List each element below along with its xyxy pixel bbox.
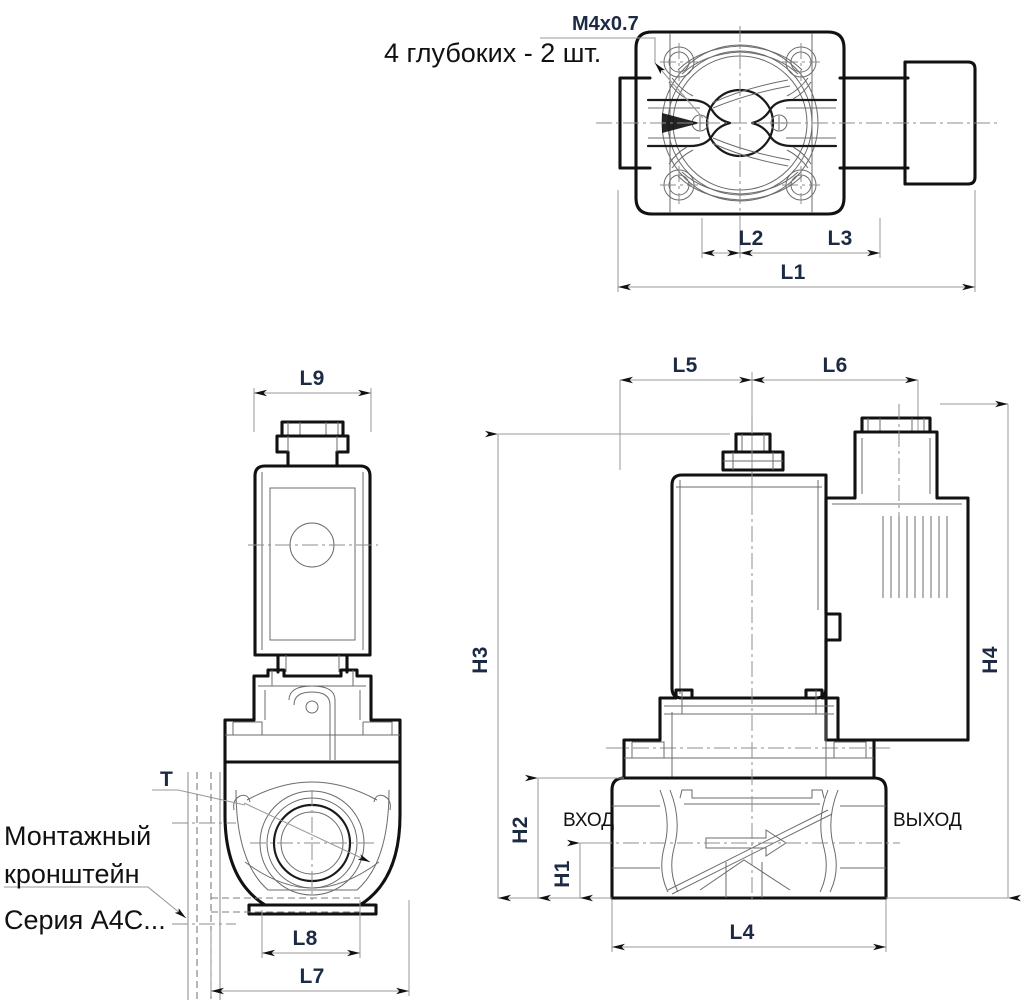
mounting-bracket-group [172,772,360,1000]
dim-label-L1: L1 [780,261,805,284]
side-coil-housing [253,464,372,657]
top-view-lever-arc-2 [712,85,791,109]
front-connector-ribs-group [882,516,948,598]
front-coil-inner-verts [679,480,819,694]
outlet-label: ВЫХОД [893,810,962,831]
front-view-group: L5 L6 [469,354,1021,952]
side-bonnet-verticals [264,690,361,720]
front-bonnet-top [658,688,840,708]
side-connector-cap-ribs [287,422,339,436]
inlet-label: ВХОД [563,810,614,831]
front-connector-cap [860,416,932,434]
top-view-rib-bl [668,146,694,169]
front-connector-body [824,430,970,742]
dim-label-L6: L6 [822,354,847,377]
front-diagonal-strut [667,809,833,895]
bracket-label-line2: кронштейн [4,859,140,889]
side-neck [276,653,349,674]
top-view-bore-thin-lines [648,107,836,139]
side-connector-shoulder-lines [287,436,338,452]
side-bonnet-top [252,668,373,688]
side-connector-cap [280,420,345,438]
front-wall-left-1 [659,789,669,893]
top-view-rib-tr [786,77,812,100]
bracket-label-leader [4,886,187,919]
top-view-right-port [903,60,977,186]
front-stem-nut [721,450,785,472]
dim-label-L5: L5 [672,354,697,377]
bolt-br-center [782,166,820,204]
thread-leader-line [654,62,704,119]
side-bottom-arc-body [244,861,380,889]
front-stem-cap [734,432,772,454]
front-v-strut [699,859,791,891]
dim-label-L2: L2 [738,227,763,250]
top-view-arc-top-2 [681,51,799,75]
bracket-label-line1: Монтажный [4,821,151,851]
side-bonnet-arch [288,685,336,760]
thread-leader-shelf [540,37,656,63]
dim-label-H2: H2 [509,816,532,843]
bracket-edge-lines [187,772,221,1000]
top-view-bore-left [646,98,732,148]
bracket-series-label: Серия А4С... [4,905,166,935]
dim-label-L8: L8 [292,927,317,950]
top-view-rib-br [786,146,812,169]
side-bonnet-bolt-lines [271,670,354,686]
dim-label-H3: H3 [469,646,492,673]
top-view-lever-arc-4 [712,137,791,161]
dim-label-L9: L9 [299,367,324,390]
dim-label-L4: L4 [729,921,754,944]
front-stem-cap-ribs [741,434,765,452]
bracket-horizontal-plate [211,897,360,913]
side-top-arc-body [246,781,378,801]
front-vertical-struts [725,862,763,898]
front-wall-right-1 [829,789,839,893]
side-valve-base [247,903,378,916]
side-diagonal-pin [243,802,371,863]
top-view-lever-arc-1 [711,79,789,104]
dim-label-L7: L7 [299,965,324,988]
dim-label-H4: H4 [979,646,1002,673]
side-lug-right [373,794,391,811]
side-bore-centerlines [250,790,374,900]
front-bonnet-inner-verts [671,712,827,778]
side-coil-inner-rect [269,487,356,641]
front-bonnet-boss-detail [631,741,867,758]
bolt-bl-center [660,166,698,204]
front-port-bore-lines [612,805,886,869]
front-connector-verts [861,438,931,494]
depth-note-label: 4 глубоких - 2 шт. [384,38,601,68]
side-view-group: L9 [4,367,410,1000]
bracket-vertical-plate [196,772,212,1000]
flow-arrow [705,829,787,857]
side-bonnet-small-hole [305,700,319,714]
side-neck-thin [285,655,340,672]
front-wall-left-2 [669,789,679,893]
front-connector-cap-ribs [867,418,925,432]
front-stem-nut-verts [732,452,774,470]
dim-label-L3: L3 [827,227,852,250]
dim-label-H1: H1 [551,860,574,887]
side-coil-inner-verticals [261,472,364,650]
top-view-body-outline [634,30,846,216]
front-bonnet-bolts [681,690,817,714]
side-bonnet-boss-detail [232,721,393,735]
front-coil-body [670,473,842,700]
thread-note-label: M4x0.7 [572,13,639,35]
side-bonnet-body [223,684,402,764]
top-view-group: M4x0.7 4 глубоких - 2 шт. L2 L3 L1 [384,13,1000,292]
T-leader-line [152,789,246,806]
bolt-tr-center [782,43,820,81]
side-valve-body-inner [235,789,390,891]
top-view-lever-arc-3 [711,142,789,167]
front-valve-body [610,776,888,900]
top-view-right-neck [838,76,910,170]
bolt-tl-center [660,43,698,81]
side-lug-left [233,794,251,811]
T-label: T [160,768,173,791]
front-bonnet-top-lines [664,705,834,715]
front-wall-right-2 [819,789,829,893]
